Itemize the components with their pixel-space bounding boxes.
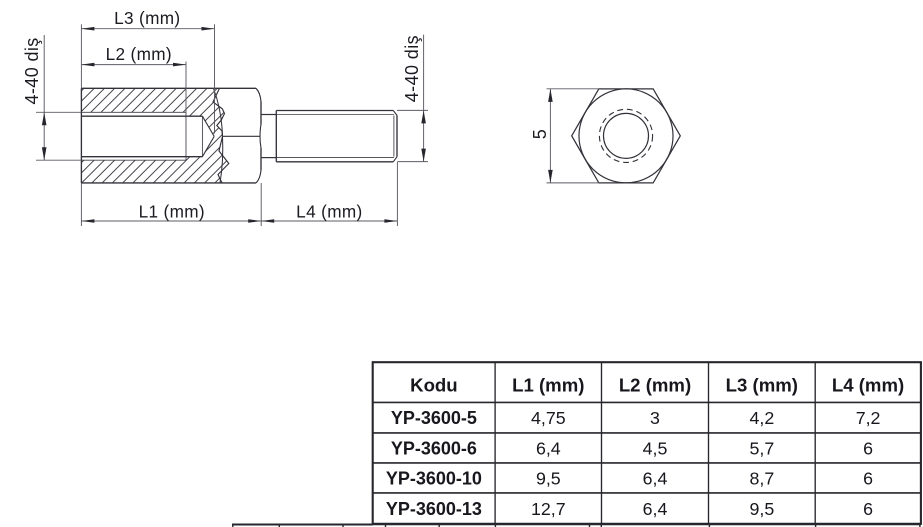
- svg-text:L1 (mm): L1 (mm): [512, 374, 584, 395]
- svg-text:8,7: 8,7: [749, 468, 774, 488]
- svg-text:6: 6: [863, 438, 873, 458]
- svg-text:4-40 diş: 4-40 diş: [402, 35, 422, 102]
- svg-text:7,2: 7,2: [856, 408, 881, 428]
- svg-text:Kodu: Kodu: [410, 374, 458, 395]
- svg-text:9,5: 9,5: [749, 499, 774, 519]
- svg-text:YP-3600-5: YP-3600-5: [391, 408, 477, 428]
- svg-text:L3 (mm): L3 (mm): [114, 8, 180, 28]
- svg-text:3: 3: [650, 408, 660, 428]
- svg-text:5,7: 5,7: [749, 438, 774, 458]
- svg-text:6,4: 6,4: [643, 499, 668, 519]
- svg-text:9,5: 9,5: [536, 468, 561, 488]
- svg-text:L2 (mm): L2 (mm): [106, 44, 172, 64]
- svg-text:L2 (mm): L2 (mm): [619, 374, 691, 395]
- svg-text:YP-3600-13: YP-3600-13: [386, 499, 482, 519]
- svg-text:4-40 diş: 4-40 diş: [22, 37, 42, 104]
- svg-text:6: 6: [863, 468, 873, 488]
- svg-text:4,75: 4,75: [531, 408, 566, 428]
- svg-text:4,2: 4,2: [749, 408, 774, 428]
- svg-text:L4 (mm): L4 (mm): [296, 202, 362, 222]
- svg-text:L4 (mm): L4 (mm): [832, 374, 904, 395]
- svg-text:L3 (mm): L3 (mm): [726, 374, 798, 395]
- svg-text:YP-3600-6: YP-3600-6: [391, 438, 477, 458]
- svg-text:6,4: 6,4: [536, 438, 561, 458]
- svg-text:6: 6: [863, 499, 873, 519]
- svg-text:6,4: 6,4: [643, 468, 668, 488]
- svg-text:12,7: 12,7: [531, 499, 566, 519]
- svg-text:L1 (mm): L1 (mm): [139, 202, 205, 222]
- svg-text:YP-3600-10: YP-3600-10: [386, 468, 482, 488]
- svg-text:5: 5: [530, 129, 550, 139]
- svg-text:4,5: 4,5: [643, 438, 668, 458]
